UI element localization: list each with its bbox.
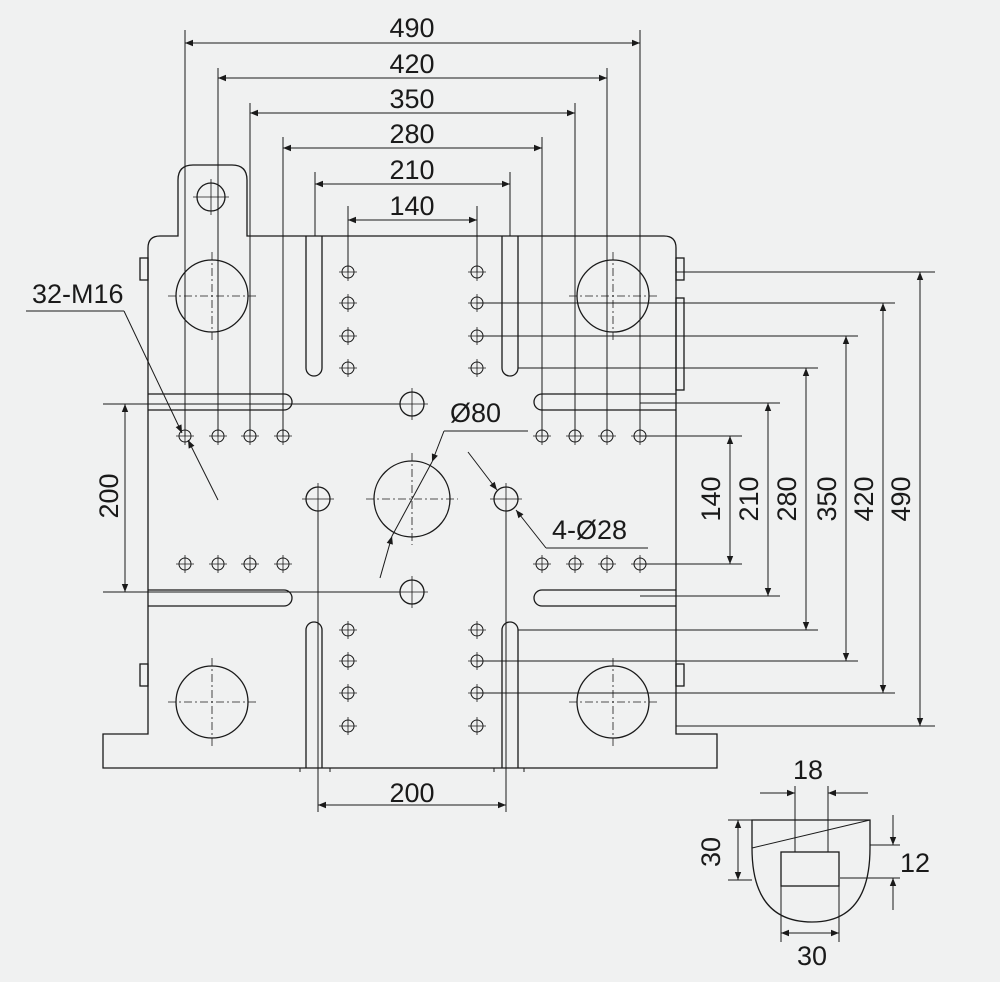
dim-top-420: 420 <box>389 49 434 79</box>
svg-text:4-Ø28: 4-Ø28 <box>552 515 627 545</box>
t-slot-right-upper <box>533 393 676 411</box>
tie-bar-bore-tl <box>168 252 256 340</box>
t-slot-left-upper <box>148 393 293 411</box>
tie-bar-bore-bl <box>168 658 256 746</box>
platen-outline <box>102 164 718 772</box>
t-slot-top-right <box>501 236 519 377</box>
lifting-eye-hole <box>193 179 229 215</box>
callout-m16: 32-M16 <box>26 279 219 501</box>
svg-text:32-M16: 32-M16 <box>32 279 124 309</box>
t-slot-section-detail: 18 30 12 30 <box>696 755 930 971</box>
tslot-dim-18: 18 <box>793 755 823 785</box>
center-bore <box>366 453 458 545</box>
dim-top-490: 490 <box>389 13 434 43</box>
tslot-dim-12: 12 <box>900 848 930 878</box>
callout-center-bore: Ø80 <box>379 398 528 579</box>
svg-text:Ø80: Ø80 <box>450 398 501 428</box>
dim-right-280: 280 <box>772 476 802 521</box>
dim-top-210: 210 <box>389 155 434 185</box>
dim-right-140: 140 <box>696 476 726 521</box>
dim-right-350: 350 <box>812 476 842 521</box>
dim-bottom-200: 200 <box>389 778 434 808</box>
dim-right-210: 210 <box>734 476 764 521</box>
t-slot-bottom-left <box>305 621 323 768</box>
dim-top-280: 280 <box>389 119 434 149</box>
dim-right-420: 420 <box>849 476 879 521</box>
tie-bar-bores <box>168 252 657 746</box>
m16-thread-holes <box>176 263 649 735</box>
tie-bar-bore-tr <box>569 252 657 340</box>
extension-lines <box>103 30 935 812</box>
dim-top-350: 350 <box>389 84 434 114</box>
tslot-dim-30-width: 30 <box>797 941 827 971</box>
tie-bar-bore-br <box>569 658 657 746</box>
t-slots <box>148 236 676 768</box>
t-slot-bottom-right <box>501 621 519 768</box>
dim-left-200: 200 <box>94 473 124 518</box>
right-dimension-labels: 140 210 280 350 420 490 <box>696 476 916 521</box>
dim-top-140: 140 <box>389 191 434 221</box>
t-slot-left-lower <box>148 589 293 607</box>
dim-right-490: 490 <box>886 476 916 521</box>
t-slot-right-lower <box>533 589 676 607</box>
tslot-dim-30-depth: 30 <box>696 837 726 867</box>
top-dimension-labels: 490 420 350 280 210 140 <box>389 13 434 221</box>
dimension-lines <box>121 39 924 809</box>
callout-tie-rod-holes: 4-Ø28 <box>467 451 648 549</box>
t-slot-top-left <box>305 236 323 377</box>
